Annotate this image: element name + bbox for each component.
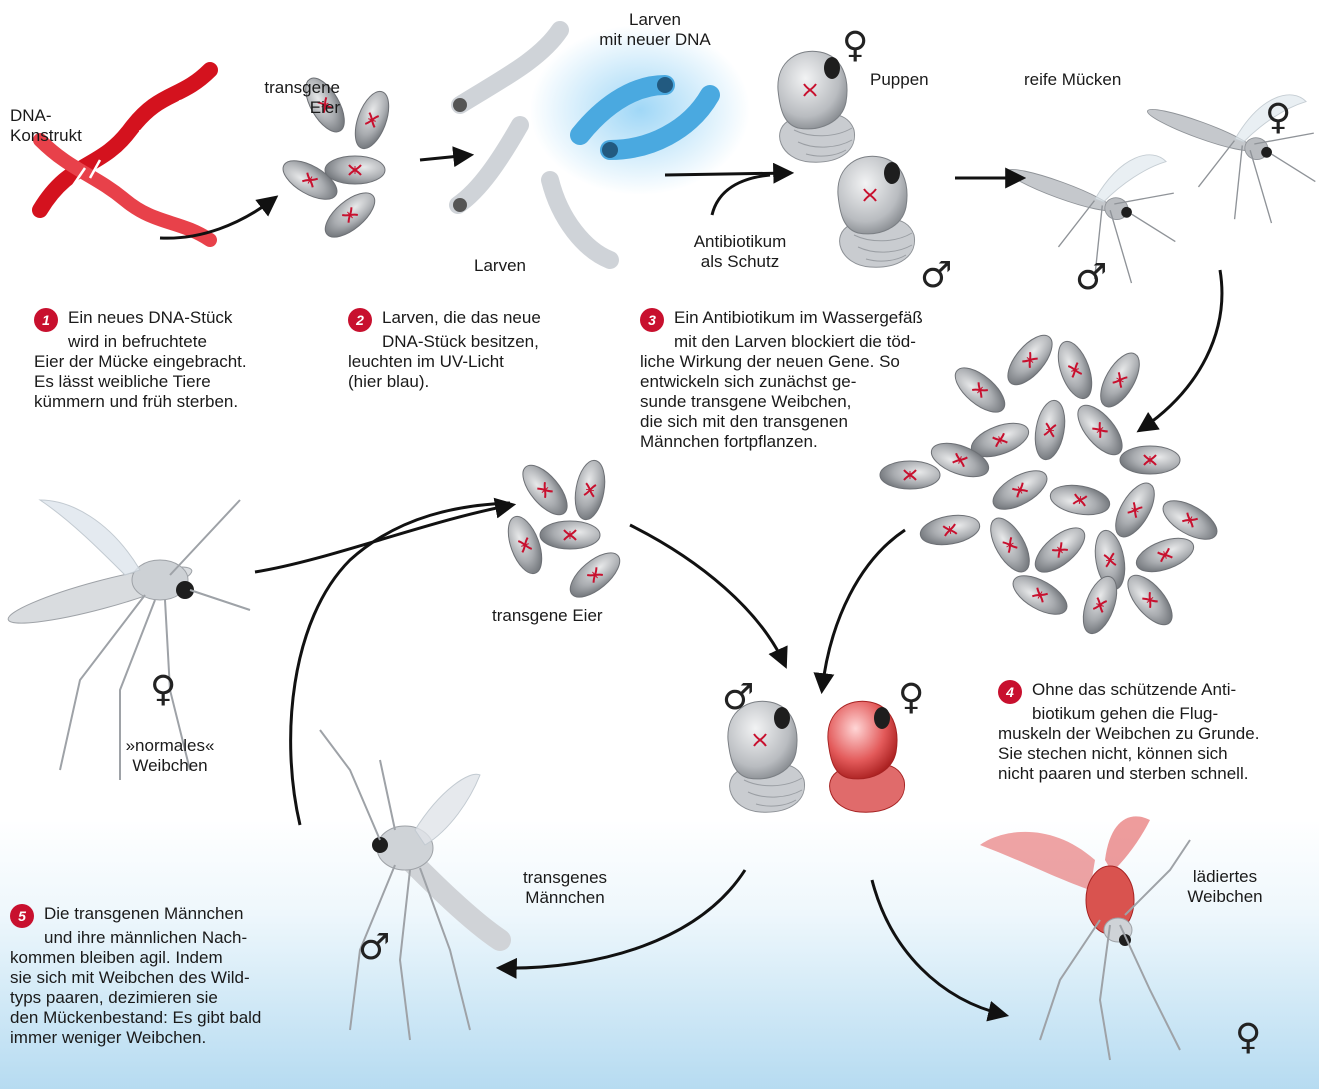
arrow-eggs-to-larvae [420,155,470,160]
pupae-label: Puppen [870,70,929,90]
female-symbol-icon: ♀ [150,672,176,708]
dna-construct-label: DNA-Konstrukt [10,106,82,146]
dna-helix-icon [40,70,210,240]
larvae-icon [453,25,750,260]
transgenic-eggs-middle-icon [502,458,627,605]
egg-pile-icon [880,328,1223,638]
male-symbol-icon: ♂ [722,680,754,716]
step-3-badge: 3 [640,308,664,332]
step-4-badge: 4 [998,680,1022,704]
arrow-antibiotic [712,175,770,215]
step-2-badge: 2 [348,308,372,332]
arrow-female-to-eggs [255,505,512,572]
female-symbol-icon: ♀ [842,28,868,64]
arrow-pupa-to-damaged-female [872,880,1005,1015]
normal-female-label: »normales«Weibchen [100,736,240,776]
female-pupa-damaged-icon [828,701,905,812]
female-symbol-icon: ♀ [1265,100,1291,136]
male-symbol-icon: ♂ [358,930,390,966]
step-1-badge: 1 [34,308,58,332]
arrow-egg-pile-to-pupae [822,530,905,690]
arrow-eggs-to-pupae [630,525,785,665]
mature-mosquitoes-label: reife Mücken [1024,70,1121,90]
damaged-female-mosquito-icon [980,816,1190,1060]
female-symbol-icon: ♀ [1235,1020,1261,1056]
female-symbol-icon: ♀ [898,680,924,716]
transgenic-eggs-middle-label: transgene Eier [492,606,603,626]
transgenic-male-mosquito-icon [320,730,500,1040]
arrow-larvae-to-pupae [665,173,790,175]
flow-arrows [160,155,1222,1015]
male-symbol-icon: ♂ [920,258,952,294]
step-5-badge: 5 [10,904,34,928]
male-symbol-icon: ♂ [1075,260,1107,296]
arrow-mosquitoes-to-egg-pile [1140,270,1222,430]
larvae-label: Larven [474,256,526,276]
